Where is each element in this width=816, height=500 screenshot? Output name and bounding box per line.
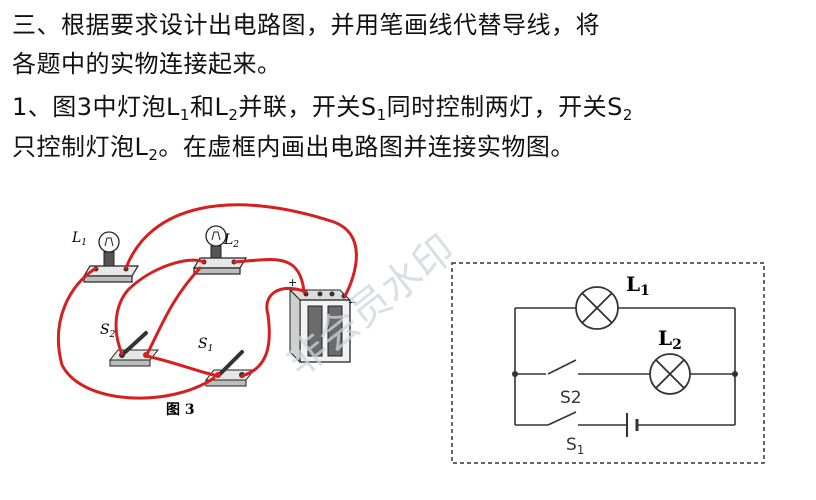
dashed-frame — [451, 262, 765, 464]
switch-s1 — [204, 350, 256, 387]
figure-label-l2: L2 — [223, 232, 239, 250]
question-line-4: 只控制灯泡L2。在虚框内画出电路图并连接实物图。 — [12, 133, 575, 164]
circuit-label-l2: L2 — [658, 326, 682, 353]
question-line-3: 1、图3中灯泡L1和L2并联，开关S1同时控制两灯，开关S2 — [12, 93, 633, 124]
circuit-label-s1: S1 — [566, 435, 584, 457]
figure-label-s1: S1 — [198, 336, 213, 354]
circuit-label-s2: S2 — [560, 388, 582, 408]
question-line-2: 各题中的实物连接起来。 — [12, 50, 282, 78]
junction-right — [732, 371, 738, 377]
lamp-l2 — [192, 225, 248, 275]
figure-caption: 图 3 — [166, 402, 195, 418]
battery-plus-label: + — [288, 276, 297, 289]
figure-label-l1: L1 — [71, 230, 87, 248]
junction-left — [512, 371, 518, 377]
lamp-l1-symbol — [575, 286, 619, 330]
battery-symbol — [626, 413, 639, 437]
battery-minus-label: − — [348, 296, 357, 309]
lamp-l2-symbol — [649, 353, 691, 395]
circuit-diagram: L1 L2 S2 S1 — [451, 262, 765, 464]
circuit-wires — [514, 307, 736, 426]
physical-circuit-figure: L1 L2 S2 S1 + − 图 3 — [56, 203, 358, 418]
question-line-1: 三、根据要求设计出电路图，并用笔画线代替导线，将 — [12, 11, 600, 39]
red-wires — [56, 203, 358, 400]
circuit-label-l1: L1 — [626, 272, 650, 299]
battery-pack — [288, 288, 352, 364]
figure-label-s2: S2 — [100, 322, 116, 340]
